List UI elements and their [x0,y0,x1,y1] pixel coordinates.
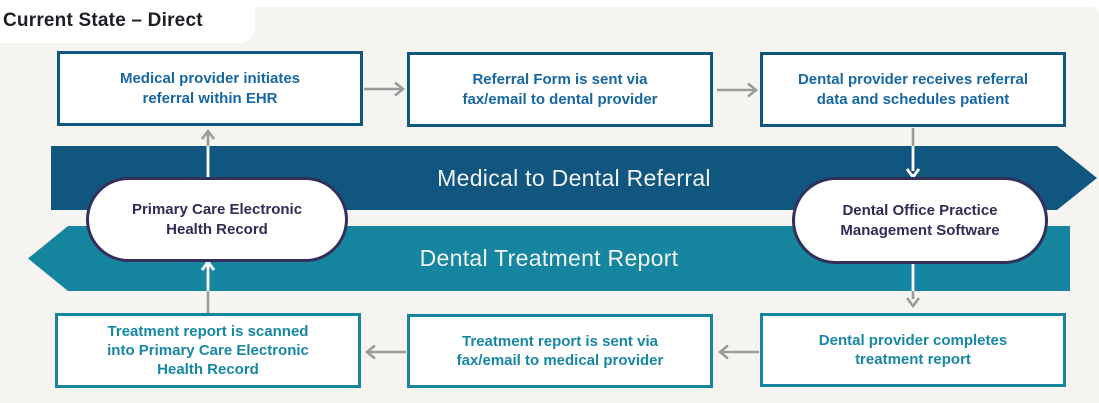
box-label: Dental provider completes treatment repo… [818,331,1008,368]
box-label: Referral Form is sent via fax/email to d… [462,71,658,108]
arrow-right-icon [717,82,759,98]
box-label: Treatment report is scanned into Primary… [107,322,309,379]
box-treatment-report-sent: Treatment report is sent via fax/email t… [407,314,713,388]
arrow-left-icon [717,344,759,360]
pill-primary-care-ehr: Primary Care Electronic Health Record [86,177,348,262]
pill-label: Dental Office Practice Management Softwa… [840,202,1000,239]
box-label: Treatment report is sent via fax/email t… [456,332,664,369]
box-referral-form-sent: Referral Form is sent via fax/email to d… [407,52,713,127]
box-label: Medical provider initiates referral with… [119,70,301,107]
pill-label: Primary Care Electronic Health Record [131,201,303,238]
arrow-right-icon [364,81,406,97]
arrow-up-icon [200,128,216,313]
box-medical-provider-initiates-referral: Medical provider initiates referral with… [57,51,363,126]
arrow-left-icon [364,344,406,360]
band-referral-label: Medical to Dental Referral [437,164,711,191]
band-report-label: Dental Treatment Report [419,245,679,271]
box-label: Dental provider receives referral data a… [797,71,1029,108]
title-tab [0,0,255,43]
box-treatment-report-scanned: Treatment report is scanned into Primary… [55,313,361,388]
page-title: Current State – Direct [3,10,203,31]
box-dental-provider-receives-referral: Dental provider receives referral data a… [760,52,1066,127]
box-dental-provider-completes-report: Dental provider completes treatment repo… [760,313,1066,387]
pill-dental-practice-management: Dental Office Practice Management Softwa… [792,177,1048,264]
